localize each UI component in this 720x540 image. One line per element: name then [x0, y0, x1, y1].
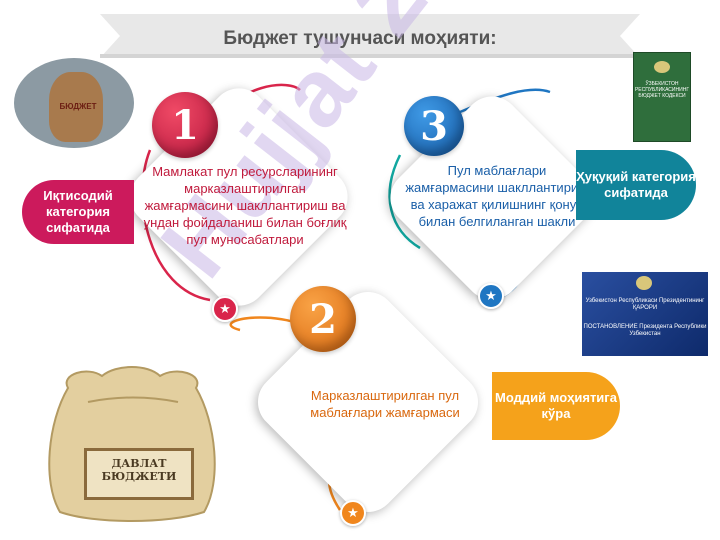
label-legal-category: Ҳуқуқий категория сифатида	[576, 150, 696, 220]
label-material-essence: Моддий моҳиятига кўра	[492, 372, 620, 440]
star-icon: ★	[212, 296, 238, 322]
item-1-text: Мамлакат пул ресурсларининг марказлаштир…	[143, 164, 347, 247]
number-1-badge: 1	[152, 92, 218, 158]
state-budget-bag: ДАВЛАТ БЮДЖЕТИ	[38, 362, 226, 524]
money-sack-photo: БЮДЖЕТ	[14, 58, 134, 148]
item-3-text: Пул маблағлари жамғармасини шакллантириш…	[405, 163, 589, 229]
page-title: Бюджет тушунчаси моҳияти:	[223, 28, 497, 49]
number-2-badge: 2	[290, 286, 356, 352]
star-icon: ★	[478, 283, 504, 309]
budget-code-book: ЎЗБЕКИСТОН РЕСПУБЛИКАСИНИНГ БЮДЖЕТ КОДЕК…	[633, 52, 691, 142]
star-icon: ★	[340, 500, 366, 526]
presidential-resolution-document: Узбекистон Республикаси Президентининг Қ…	[582, 272, 708, 356]
number-3-badge: 3	[404, 96, 464, 156]
label-economic-category: Иқтисодий категория сифатида	[22, 180, 134, 244]
item-2-text: Марказлаштирилган пул маблағлари жамғарм…	[310, 388, 460, 420]
title-banner	[100, 14, 640, 58]
